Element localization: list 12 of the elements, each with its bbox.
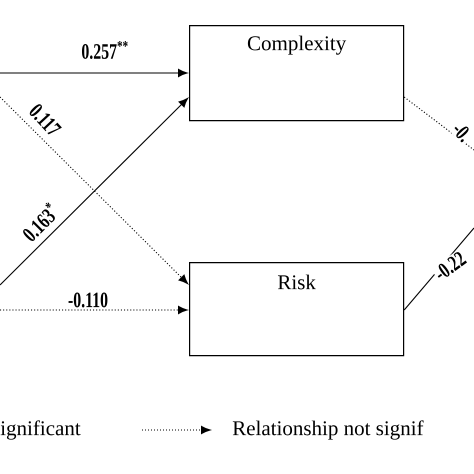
edge-label: 0.163$^{*}$ (17, 199, 63, 245)
arrow (0, 68, 188, 78)
edge-label: -0. (449, 119, 474, 145)
arrow (0, 306, 188, 314)
legend-text: Relationship not signif (232, 420, 424, 440)
edge-label: -0.22 (430, 248, 470, 284)
process-box: Risk (189, 262, 404, 356)
process-box: Complexity (189, 25, 404, 122)
edge-label: 0.257$^{**}$ (80, 40, 130, 60)
legend-text: ignificant (0, 420, 81, 440)
edge-label: 0.117 (26, 100, 64, 140)
edge-label: -0.110 (66, 292, 110, 308)
